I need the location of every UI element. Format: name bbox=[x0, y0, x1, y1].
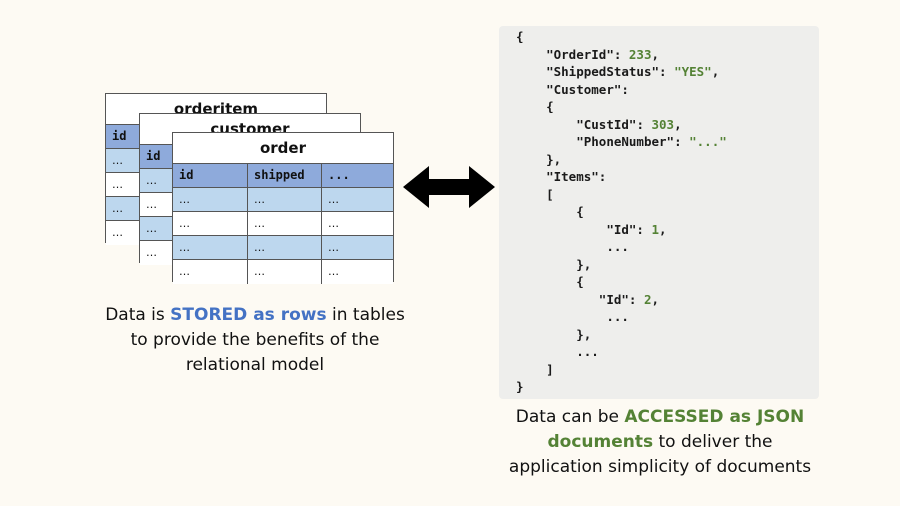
order-cell: … bbox=[328, 193, 339, 206]
orderitem-cell: … bbox=[112, 202, 123, 215]
order-cell: … bbox=[173, 188, 248, 211]
table-row: … … … bbox=[173, 188, 393, 212]
double-arrow-icon bbox=[403, 166, 495, 208]
order-cell: … bbox=[248, 236, 322, 259]
json-document-panel bbox=[499, 26, 819, 399]
customer-cell: … bbox=[146, 198, 157, 211]
json-line: ] bbox=[546, 361, 554, 377]
table-row: … … … bbox=[173, 236, 393, 260]
order-cell: … bbox=[248, 212, 322, 235]
orderitem-cell: … bbox=[112, 178, 123, 191]
json-line: "Id": 2, bbox=[598, 291, 660, 307]
orderitem-cell: … bbox=[112, 226, 123, 239]
json-line: } bbox=[516, 379, 524, 394]
left-caption-line3: relational model bbox=[185, 355, 325, 375]
json-line: "Customer": bbox=[546, 81, 629, 97]
json-line: ... bbox=[606, 239, 629, 254]
json-line: "OrderId": 233, bbox=[546, 46, 660, 62]
json-line: { bbox=[576, 204, 584, 219]
order-header-id: id bbox=[173, 164, 248, 187]
customer-cell: … bbox=[146, 246, 157, 259]
json-line: }, bbox=[576, 326, 592, 342]
customer-cell: … bbox=[146, 174, 157, 187]
json-line: "Id": 1, bbox=[606, 221, 667, 237]
order-cell: … bbox=[328, 217, 339, 230]
json-line: "ShippedStatus": "YES", bbox=[546, 64, 720, 79]
json-line: { bbox=[576, 274, 584, 289]
right-caption-line2: documents to deliver the bbox=[547, 432, 773, 452]
json-line: [ bbox=[546, 186, 554, 202]
json-line: ... bbox=[576, 344, 599, 359]
order-header-more: ... bbox=[328, 168, 350, 182]
json-line: ... bbox=[606, 309, 629, 324]
right-caption: Data can be ACCESSED as JSON documents t… bbox=[490, 405, 830, 480]
json-line: "PhoneNumber": "..." bbox=[576, 134, 727, 149]
json-line: }, bbox=[576, 256, 592, 272]
json-line: { bbox=[516, 29, 524, 44]
right-caption-line3: application simplicity of documents bbox=[508, 457, 812, 477]
order-cell: … bbox=[328, 265, 339, 278]
customer-cell: … bbox=[146, 222, 157, 235]
order-header-row: id shipped ... bbox=[173, 164, 393, 188]
order-cell: … bbox=[248, 188, 322, 211]
json-line: "Items": bbox=[546, 169, 607, 184]
orderitem-cell: … bbox=[112, 154, 123, 167]
json-line: { bbox=[546, 99, 554, 114]
order-cell: … bbox=[173, 212, 248, 235]
right-caption-line1: Data can be ACCESSED as JSON bbox=[515, 407, 805, 427]
orderitem-header-id: id bbox=[112, 129, 127, 143]
order-cell: … bbox=[248, 260, 322, 284]
order-cell: … bbox=[173, 236, 248, 259]
order-cell: … bbox=[173, 260, 248, 284]
table-row: … … … bbox=[173, 260, 393, 284]
table-row: … … … bbox=[173, 212, 393, 236]
left-caption-line2: to provide the benefits of the bbox=[130, 330, 380, 350]
json-line: "CustId": 303, bbox=[576, 116, 682, 132]
order-header-shipped: shipped bbox=[248, 164, 322, 187]
left-caption: Data is STORED as rows in tables to prov… bbox=[95, 303, 415, 378]
order-table: order id shipped ... … … … … … … … … … …… bbox=[172, 132, 394, 284]
order-table-title: order bbox=[173, 133, 393, 164]
json-line: }, bbox=[546, 151, 562, 167]
left-caption-line1: Data is STORED as rows in tables bbox=[105, 305, 405, 325]
customer-header-id: id bbox=[146, 149, 161, 163]
order-cell: … bbox=[328, 241, 339, 254]
